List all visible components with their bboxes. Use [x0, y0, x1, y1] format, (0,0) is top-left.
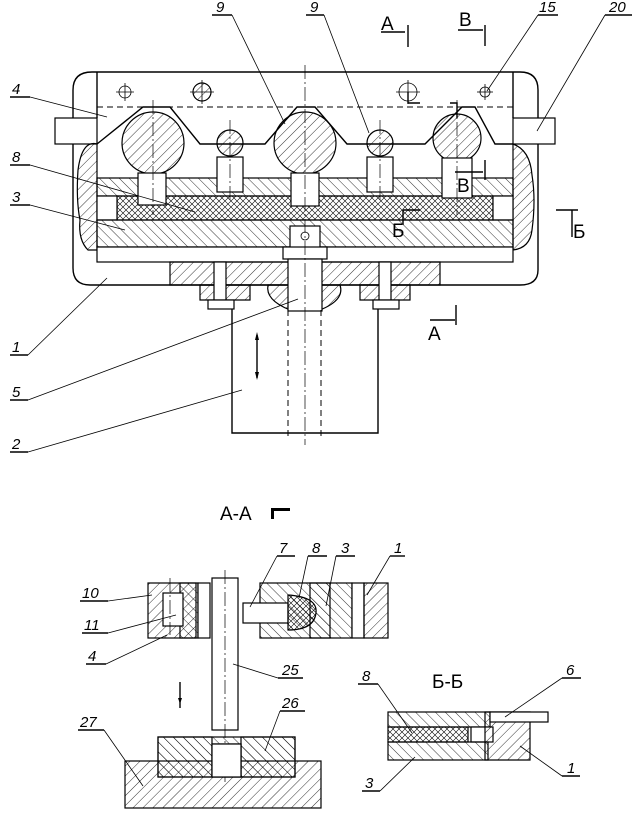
callout-2: 2	[11, 436, 21, 453]
rotate-icon	[271, 508, 290, 519]
callout-11: 11	[84, 617, 100, 634]
cylinder-part-2	[231, 309, 379, 434]
callout-27: 27	[79, 714, 97, 731]
callout-8: 8	[12, 149, 21, 166]
callout-4: 4	[12, 81, 20, 98]
callout-8-bb: 8	[362, 668, 371, 685]
callout-4-aa: 4	[88, 648, 96, 665]
hole-marks	[116, 80, 493, 104]
part-6	[489, 711, 549, 723]
callouts-main: 4 9 9 15 20 8 3 1 5 2	[10, 0, 632, 453]
callout-5: 5	[12, 384, 21, 401]
ear-left	[54, 117, 98, 145]
motion-arrow-icon	[255, 332, 259, 380]
callout-25: 25	[281, 662, 299, 679]
section-a-a: А-А 10 11 4 7	[78, 504, 405, 809]
callout-1-aa: 1	[394, 540, 402, 557]
callout-1: 1	[12, 339, 20, 356]
callout-3: 3	[12, 189, 21, 206]
callout-10: 10	[82, 585, 99, 602]
section-mark-b: Б	[392, 221, 404, 242]
callout-9: 9	[216, 0, 225, 16]
section-mark-a-lower: А	[428, 324, 441, 345]
section-bb-title: Б-Б	[432, 672, 463, 693]
section-marks: А В В Б Б А	[381, 10, 585, 345]
callout-3-aa: 3	[341, 540, 350, 557]
section-mark-b-right: Б	[573, 222, 585, 243]
main-view: А В В Б Б А 4 9 9 15 20	[10, 0, 632, 453]
section-mark-a: А	[381, 14, 394, 35]
ball-large-1	[121, 111, 185, 175]
section-aa-title: А-А	[220, 504, 252, 525]
callout-9-second: 9	[310, 0, 319, 16]
ear-right-part-20	[512, 117, 556, 145]
section-mark-v: В	[459, 10, 472, 31]
callouts-bb: 8 6 3 1	[358, 662, 581, 792]
callout-1-bb: 1	[567, 760, 575, 777]
section-b-b: Б-Б 8 6 3 1	[358, 662, 581, 792]
section-mark-v-lower: В	[457, 176, 470, 197]
callout-6: 6	[566, 662, 575, 679]
callout-15: 15	[539, 0, 556, 16]
callout-20: 20	[608, 0, 626, 16]
callout-26: 26	[281, 695, 299, 712]
callout-3-bb: 3	[365, 775, 374, 792]
callout-7: 7	[279, 540, 288, 557]
callout-8-aa: 8	[312, 540, 321, 557]
callouts-aa: 10 11 4 7 8 3 1 25 26 27	[78, 540, 405, 787]
motion-arrow-down-icon	[178, 682, 182, 708]
